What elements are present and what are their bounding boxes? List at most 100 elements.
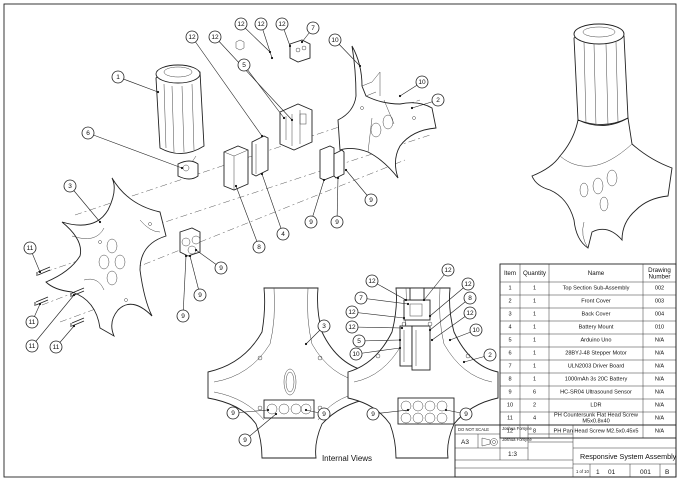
balloon-3: 3 <box>304 319 331 346</box>
bom-cell-dwg: N/A <box>655 377 665 383</box>
balloon-circle <box>276 227 290 241</box>
bom-header-1: Quantity <box>523 270 547 277</box>
balloon-label: 12 <box>257 21 265 28</box>
bom-cell-qty: 1 <box>533 286 536 292</box>
balloon-2: 2 <box>462 348 497 364</box>
balloon-label: 12 <box>211 34 219 41</box>
leader-dot <box>290 118 294 122</box>
bom-header-0: Item <box>504 270 516 277</box>
sheet-size: A3 <box>461 439 469 446</box>
leader-dot <box>304 408 308 412</box>
balloon-12: 12 <box>185 30 264 138</box>
balloon-1: 1 <box>111 70 160 94</box>
balloon-circle <box>441 263 455 277</box>
leader-dot <box>322 178 326 182</box>
balloon-label: 11 <box>29 319 36 326</box>
leader-dot <box>188 254 192 258</box>
balloon-circle <box>461 277 475 291</box>
balloon-leader <box>214 36 293 121</box>
balloon-11: 11 <box>49 324 76 354</box>
bom-cell-name: Battery Mount <box>579 325 614 331</box>
balloon-label: 9 <box>371 411 375 418</box>
balloon-leader <box>423 269 449 301</box>
leader-dot <box>444 408 448 412</box>
balloon-11: 11 <box>25 293 76 353</box>
top-section-part <box>155 64 205 154</box>
leader-dot <box>270 56 274 60</box>
balloon-2: 2 <box>410 93 445 110</box>
third-angle-projection-icon <box>481 437 498 447</box>
balloon-leader <box>189 255 201 296</box>
balloon-9: 9 <box>188 254 207 302</box>
leader-dot <box>358 64 362 68</box>
balloon-9: 9 <box>304 407 331 421</box>
balloon-circle <box>364 193 378 207</box>
balloon-label: 12 <box>348 324 356 331</box>
bom-cell-name: HC-SR04 Ultrasound Sensor <box>560 390 632 396</box>
issue-number: 1 <box>596 469 600 476</box>
drawing-title: Responsive System Assembly <box>580 452 677 461</box>
drawing-number: 001 <box>640 469 651 476</box>
leader-dot <box>300 40 304 44</box>
balloon-3: 3 <box>63 179 102 224</box>
balloon-leader <box>182 255 187 317</box>
balloon-circle <box>463 306 477 320</box>
balloon-circle <box>81 126 95 140</box>
balloon-label: 12 <box>188 34 196 41</box>
balloon-label: 9 <box>369 197 373 204</box>
balloon-leader <box>69 185 101 223</box>
balloon-circle <box>431 93 445 107</box>
balloon-label: 2 <box>436 97 440 104</box>
bom-cell-dwg: 003 <box>655 299 664 305</box>
balloon-leader <box>336 177 339 223</box>
balloon-label: 11 <box>53 344 60 351</box>
balloon-12: 12 <box>275 17 292 48</box>
balloon-9: 9 <box>176 254 190 323</box>
balloon-circle <box>226 406 240 420</box>
balloon-12: 12 <box>345 305 406 320</box>
battery-part <box>223 145 249 191</box>
balloon-circle <box>459 407 473 421</box>
leader-dot <box>406 302 410 306</box>
balloon-9: 9 <box>238 412 278 447</box>
explode-axis-base <box>129 159 406 271</box>
balloon-circle <box>317 407 331 421</box>
balloon-label: 7 <box>311 25 315 32</box>
bom-cell-item: 7 <box>508 364 511 370</box>
balloon-circle <box>193 288 207 302</box>
leader-dot <box>430 338 434 342</box>
balloon-circle <box>237 58 251 72</box>
balloon-circle <box>49 340 63 354</box>
balloon-9: 9 <box>226 406 270 420</box>
leader-dot <box>398 346 402 350</box>
bom-cell-item: 5 <box>508 338 511 344</box>
bom-cell-dwg: N/A <box>655 338 665 344</box>
balloon-label: 1 <box>116 74 120 81</box>
internal-view-front <box>207 287 373 459</box>
internal-views-caption: Internal Views <box>322 454 372 463</box>
balloon-circle <box>365 274 379 288</box>
leader-dot <box>282 116 286 120</box>
balloon-label: 12 <box>466 310 474 317</box>
balloon-circle <box>317 319 331 333</box>
balloon-12: 12 <box>422 263 455 302</box>
bom-cell-item: 6 <box>508 351 511 357</box>
issue-code: 01 <box>608 469 616 476</box>
exploded-view <box>34 39 437 338</box>
balloon-10: 10 <box>448 323 483 342</box>
ultrasound-sensors <box>179 145 345 257</box>
balloon-leader <box>351 326 403 329</box>
leader-dot <box>38 302 42 306</box>
balloon-label: 10 <box>352 351 360 358</box>
leader-dot <box>428 328 432 332</box>
balloon-label: 12 <box>368 278 376 285</box>
bom-cell-name: Back Cover <box>582 312 611 318</box>
bom-cell-qty: 6 <box>533 390 536 396</box>
